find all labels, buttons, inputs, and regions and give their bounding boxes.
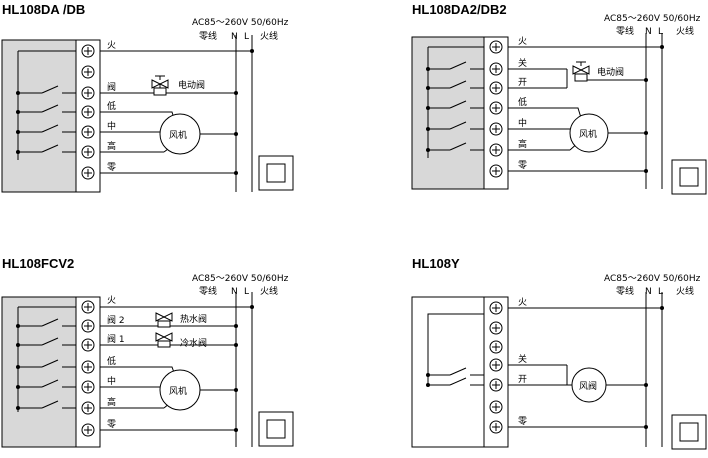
terminal-label: 阀 [107, 82, 116, 93]
panel-title: HL108DA2/DB2 [412, 2, 507, 17]
terminal-label: 零 [518, 416, 527, 427]
n-label: N [645, 27, 652, 37]
terminal-label: 中 [107, 120, 116, 132]
panel-title: HL108FCV2 [2, 256, 74, 271]
power-spec: AC85～260V 50/60Hz [192, 274, 289, 284]
terminal-label: 火 [518, 36, 527, 47]
terminal-label: 低 [518, 96, 527, 108]
terminal-label: 阀 1 [107, 334, 125, 345]
device-label: 风机 [579, 128, 597, 140]
panel-hl108da: HL108DA /DB AC85～260V 50/60Hz 零线 N L 火线 [1, 2, 294, 193]
valve-icon [572, 61, 590, 82]
fan-icon [159, 369, 201, 411]
live-label: 火线 [260, 30, 278, 42]
valve-icon [151, 75, 169, 96]
terminal-screws [489, 40, 503, 178]
power-spec: AC85～260V 50/60Hz [192, 18, 289, 28]
terminal-label: 开 [518, 77, 527, 88]
terminal-label: 火 [518, 297, 527, 308]
terminal-label: 关 [518, 57, 527, 69]
terminal-label: 开 [518, 374, 527, 385]
fan-icon [569, 113, 609, 153]
n-label: N [645, 287, 652, 297]
live-label: 火线 [676, 285, 694, 297]
device-label: 风阀 [579, 381, 597, 392]
panel-hl108fcv2: HL108FCV2 AC85～260V 50/60Hz 零线 N L 火线 [1, 256, 294, 448]
l-label: L [244, 32, 249, 42]
panel-title: HL108Y [412, 256, 460, 271]
neutral-label: 零线 [199, 285, 217, 297]
device-label: 风机 [169, 385, 187, 397]
terminal-label: 零 [107, 419, 116, 430]
l-label: L [244, 287, 249, 297]
terminal-label: 高 [107, 396, 116, 408]
terminal-label: 中 [107, 375, 116, 387]
valve-icon [155, 312, 173, 328]
terminal-screws [81, 300, 95, 437]
device-label: 电动阀 [597, 66, 624, 78]
live-label: 火线 [676, 25, 694, 37]
power-spec: AC85～260V 50/60Hz [604, 274, 701, 284]
panel-title: HL108DA /DB [2, 2, 85, 17]
terminal-screws [489, 301, 503, 434]
live-label: 火线 [260, 285, 278, 297]
device-label: 热水阀 [180, 313, 207, 325]
l-label: L [658, 287, 663, 297]
terminal-screws [81, 44, 95, 180]
terminal-label: 阀 2 [107, 315, 125, 326]
device-label: 冷水阀 [180, 337, 207, 349]
terminal-label: 关 [518, 353, 527, 365]
panel-hl108y: HL108Y AC85～260V 50/60Hz 零线 N L 火线 [411, 256, 707, 450]
neutral-label: 零线 [199, 30, 217, 42]
device-label: 电动阀 [178, 79, 205, 91]
terminal-label: 火 [107, 295, 116, 306]
neutral-label: 零线 [616, 25, 634, 37]
terminal-label: 高 [107, 140, 116, 152]
l-label: L [658, 27, 663, 37]
n-label: N [231, 287, 238, 297]
panel-hl108da2: HL108DA2/DB2 AC85～260V 50/60Hz 零线 N L 火线 [411, 2, 707, 195]
terminal-label: 低 [107, 355, 116, 367]
terminal-label: 零 [518, 160, 527, 171]
valve-icon [155, 332, 173, 348]
fan-icon [571, 367, 607, 403]
device-label: 风机 [169, 129, 187, 141]
neutral-label: 零线 [616, 285, 634, 297]
n-label: N [231, 32, 238, 42]
terminal-label: 低 [107, 100, 116, 112]
terminal-label: 零 [107, 162, 116, 173]
fan-icon [159, 113, 201, 155]
terminal-label: 中 [518, 117, 527, 129]
terminal-label: 高 [518, 138, 527, 150]
terminal-label: 火 [107, 40, 116, 51]
power-spec: AC85～260V 50/60Hz [604, 14, 701, 24]
